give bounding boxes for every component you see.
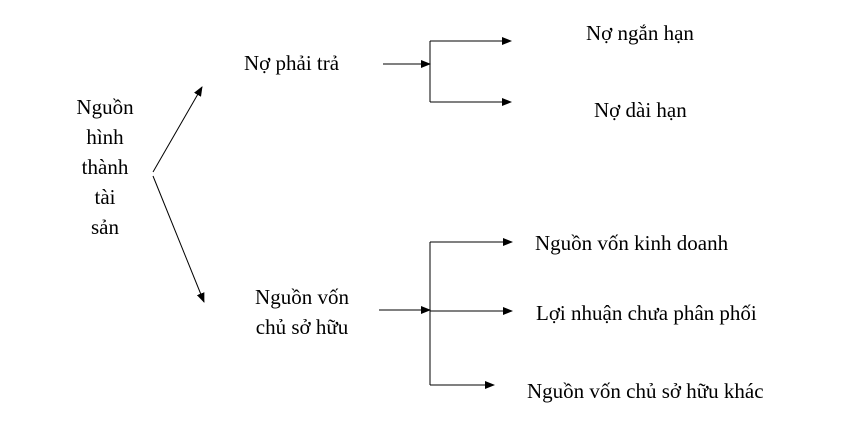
equity-line: Nguồn vốn xyxy=(255,285,349,309)
equity-node: Nguồn vốn chủ sở hữu xyxy=(238,282,366,342)
root-node: Nguồn hình thành tài sản xyxy=(60,92,150,242)
retained-earnings-node: Lợi nhuận chưa phân phối xyxy=(536,301,757,325)
business-capital-node: Nguồn vốn kinh doanh xyxy=(535,231,729,255)
arrow-root-to-liabilities xyxy=(152,86,203,173)
root-line: tài xyxy=(94,185,116,209)
arrow-root-to-equity xyxy=(152,175,205,303)
liabilities-node: Nợ phải trả xyxy=(244,51,340,75)
other-equity-node: Nguồn vốn chủ sở hữu khác xyxy=(527,379,764,403)
short-term-debt-node: Nợ ngắn hạn xyxy=(586,21,694,45)
root-line: thành xyxy=(81,155,129,179)
equity-line: chủ sở hữu xyxy=(255,315,349,339)
root-line: hình xyxy=(86,125,124,149)
long-term-debt-node: Nợ dài hạn xyxy=(594,98,687,122)
root-line: Nguồn xyxy=(76,95,134,119)
root-line: sản xyxy=(91,215,119,239)
